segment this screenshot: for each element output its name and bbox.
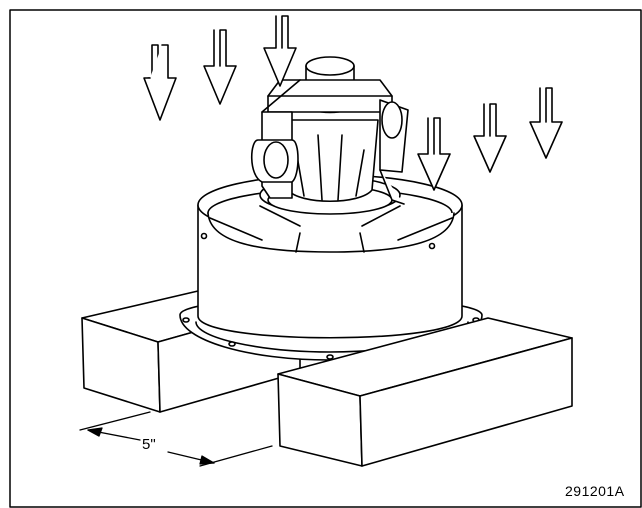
downward-airflow-arrow-icon xyxy=(529,87,563,159)
downward-airflow-arrow-icon xyxy=(203,29,237,105)
downward-airflow-arrow-icon xyxy=(473,103,507,173)
downward-airflow-arrow-icon xyxy=(143,44,177,121)
downward-airflow-arrow-icon xyxy=(417,117,451,191)
support-block-right xyxy=(277,317,573,467)
dimension-label: 5" xyxy=(142,436,156,453)
dimension-line xyxy=(79,411,273,467)
downward-airflow-arrow-icon xyxy=(263,15,297,87)
figure-number: 291201A xyxy=(565,483,625,499)
airflow-arrows xyxy=(143,15,563,191)
